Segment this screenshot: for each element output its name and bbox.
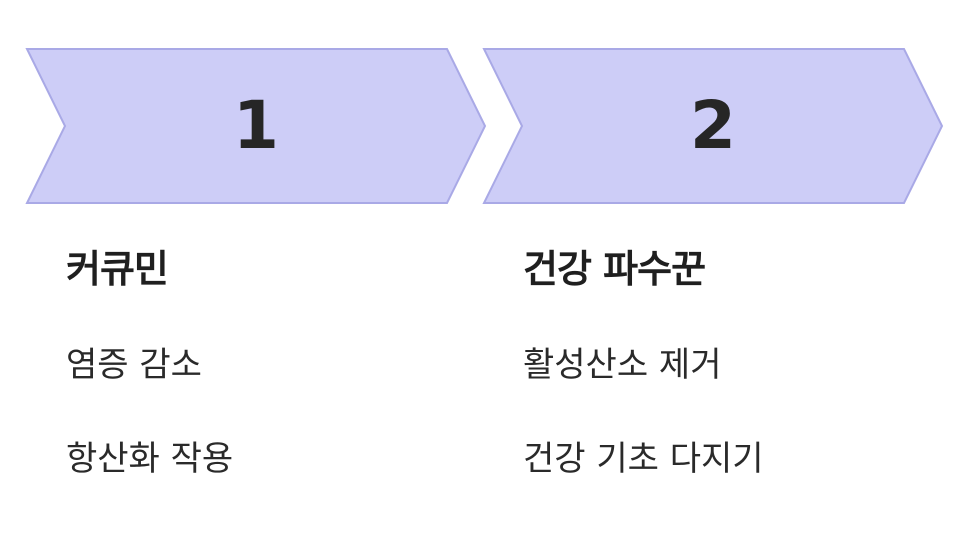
step-2-point-2: 건강 기초 다지기 xyxy=(523,439,764,479)
step-1-point-1: 염증 감소 xyxy=(66,345,202,385)
step-1-chevron-polygon xyxy=(25,48,487,204)
step-1-chevron-svg xyxy=(25,48,487,204)
step-1-number: 1 xyxy=(233,87,279,164)
step-1-chevron-shape xyxy=(25,48,487,204)
step-1-point-2: 항산화 작용 xyxy=(66,439,234,479)
step-2-number: 2 xyxy=(690,87,736,164)
step-2-title: 건강 파수꾼 xyxy=(523,247,706,291)
step-1-title: 커큐민 xyxy=(66,247,169,291)
process-step-2: 2 건강 파수꾼 활성산소 제거 건강 기초 다지기 xyxy=(457,0,944,552)
step-2-chevron-svg xyxy=(482,48,944,204)
process-step-1: 1 커큐민 염증 감소 항산화 작용 xyxy=(0,0,487,552)
step-2-chevron-polygon xyxy=(482,48,944,204)
step-2-chevron-shape xyxy=(482,48,944,204)
step-2-point-1: 활성산소 제거 xyxy=(523,345,722,385)
